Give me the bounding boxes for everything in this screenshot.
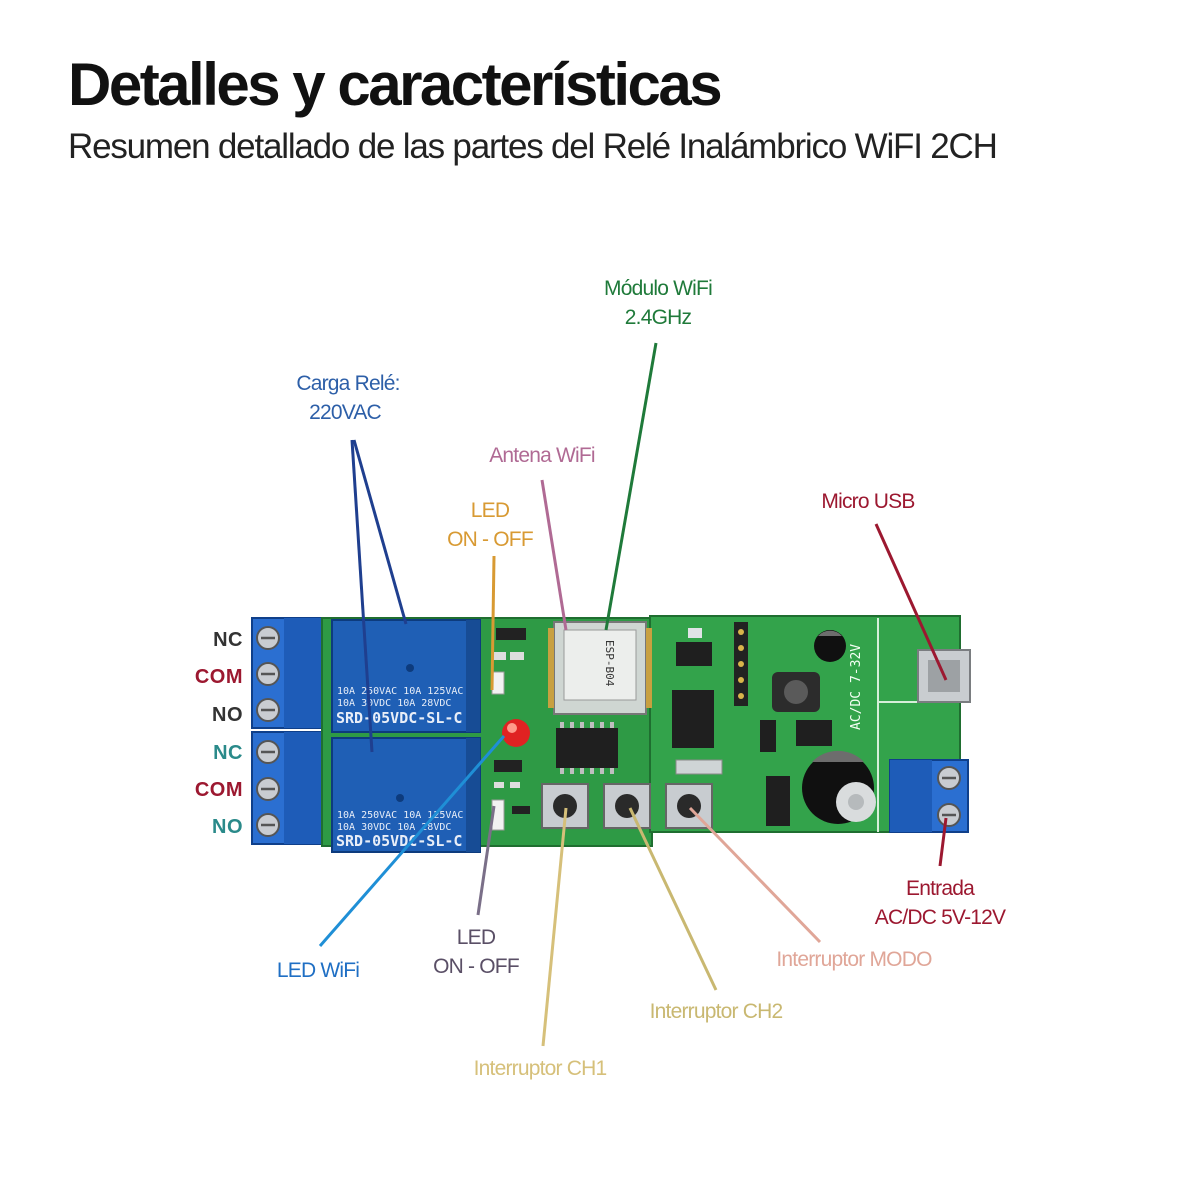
pointer-entrada — [938, 817, 948, 867]
button-ch2 — [603, 783, 651, 829]
label-led-bottom-1: LED — [457, 926, 496, 949]
capacitor-large — [802, 750, 876, 824]
capacitor-small — [814, 630, 846, 662]
label-entrada-1: Entrada — [906, 877, 975, 900]
label-led-top-1: LED — [471, 499, 510, 522]
relay1-rating-2: 10A 30VDC 10A 28VDC — [337, 698, 451, 709]
pointer-interruptor-ch2 — [628, 807, 718, 991]
terminal-block-relay2 — [251, 731, 323, 845]
terminal-com-1: COM — [195, 666, 243, 688]
terminal-labels: NC COM NO NC COM NO — [195, 629, 243, 838]
label-modulo-wifi-2: 2.4GHz — [625, 306, 692, 329]
label-antena-wifi: Antena WiFi — [489, 444, 595, 467]
terminal-nc-1: NC — [213, 629, 243, 651]
relay2-model: SRD-05VDC-SL-C — [336, 832, 462, 850]
terminal-nc-2: NC — [213, 742, 243, 764]
red-led — [502, 719, 530, 747]
terminal-no-1: NO — [212, 704, 243, 726]
terminal-block-relay1 — [251, 617, 323, 729]
pointer-led-top — [490, 555, 496, 691]
label-carga-rele-2: 220VAC — [309, 401, 381, 424]
label-entrada-2: AC/DC 5V-12V — [875, 906, 1006, 929]
power-terminal-block — [889, 759, 969, 833]
page-title: Detalles y características — [68, 51, 723, 118]
smd-components-right — [672, 622, 832, 826]
relay1-rating-1: 10A 250VAC 10A 125VAC — [337, 686, 463, 697]
terminal-no-2: NO — [212, 816, 243, 838]
pointer-antena-wifi — [540, 479, 568, 631]
relay-ch2: 10A 250VAC 10A 125VAC 10A 30VDC 10A 28VD… — [331, 737, 481, 853]
label-interruptor-ch2: Interruptor CH2 — [650, 1000, 783, 1023]
smd-components-left — [491, 628, 530, 831]
ic-chip-left — [556, 722, 618, 774]
wifi-module: ESP-B04 — [548, 621, 652, 715]
page-subtitle: Resumen detallado de las partes del Relé… — [68, 127, 998, 166]
relay1-model: SRD-05VDC-SL-C — [336, 709, 462, 727]
relay2-rating-2: 10A 30VDC 10A 28VDC — [337, 822, 451, 833]
button-ch1 — [541, 783, 589, 829]
callout-labels: Carga Relé: 220VAC Módulo WiFi 2.4GHz An… — [277, 277, 1007, 1080]
pointer-carga-rele-1 — [350, 439, 374, 753]
label-led-top-2: ON - OFF — [447, 528, 533, 551]
pointer-led-wifi — [318, 735, 506, 947]
button-modo — [665, 783, 713, 829]
pointer-interruptor-modo — [688, 806, 822, 944]
power-print: AC/DC 7-32V — [849, 644, 864, 730]
pointer-lines — [318, 342, 948, 1047]
pointer-micro-usb — [874, 523, 948, 681]
label-micro-usb: Micro USB — [821, 490, 914, 513]
inductor — [772, 672, 820, 712]
label-interruptor-modo: Interruptor MODO — [776, 948, 932, 971]
relay2-rating-1: 10A 250VAC 10A 125VAC — [337, 810, 463, 821]
wifi-module-print: ESP-B04 — [603, 640, 616, 687]
pointer-carga-rele-2 — [352, 439, 408, 625]
label-interruptor-ch1: Interruptor CH1 — [474, 1057, 607, 1080]
pointer-modulo-wifi — [604, 342, 658, 631]
relay-ch1: 10A 250VAC 10A 125VAC 10A 30VDC 10A 28VD… — [331, 619, 481, 733]
label-led-wifi: LED WiFi — [277, 959, 359, 982]
pointer-interruptor-ch1 — [541, 807, 568, 1047]
terminal-com-2: COM — [195, 779, 243, 801]
label-led-bottom-2: ON - OFF — [433, 955, 519, 978]
label-modulo-wifi-1: Módulo WiFi — [604, 277, 712, 300]
pointer-led-bottom — [476, 805, 496, 916]
label-carga-rele-1: Carga Relé: — [296, 372, 399, 395]
